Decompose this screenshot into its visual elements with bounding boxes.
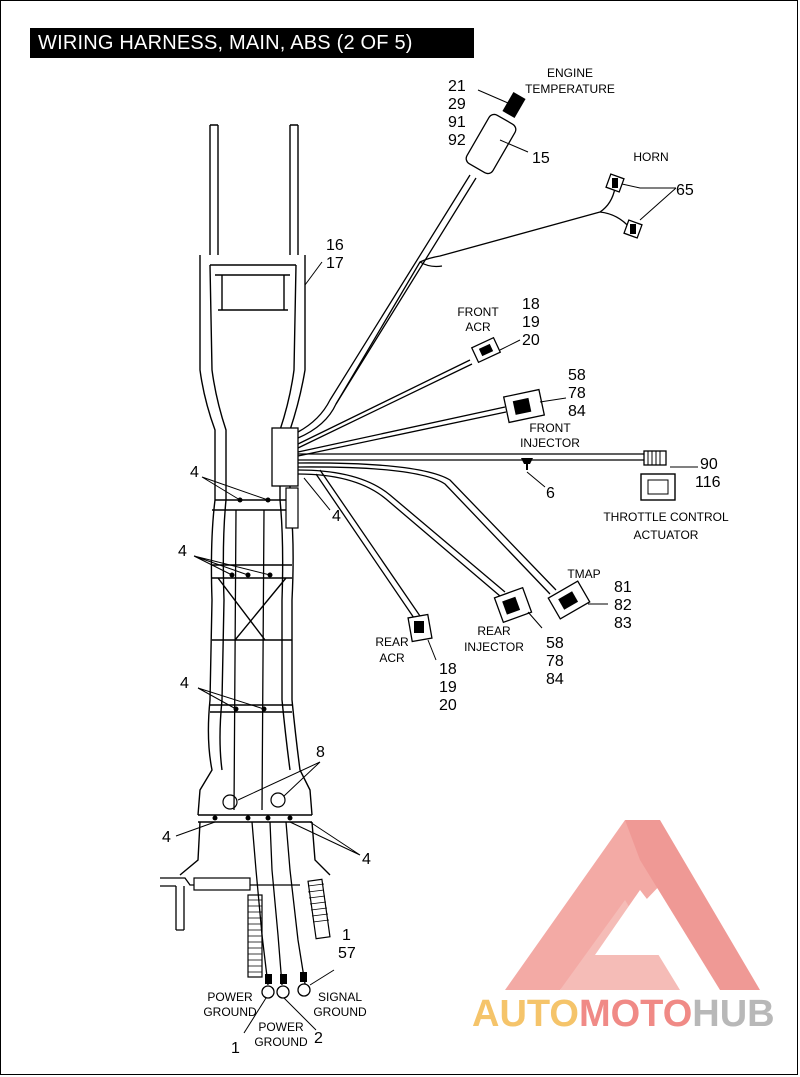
front-injector-num-3: 84 [568, 403, 586, 420]
sensor-body-num: 15 [532, 150, 550, 167]
signal-ground-label-1: SIGNAL [318, 990, 362, 1004]
throttle-connector [640, 450, 676, 501]
page-title: WIRING HARNESS, MAIN, ABS (2 OF 5) [30, 28, 474, 58]
signal-ground-num-2: 57 [338, 945, 356, 962]
power-ground-mid-num: 2 [314, 1030, 323, 1047]
rear-injector-num-1: 58 [546, 635, 564, 652]
horn-num: 65 [676, 182, 694, 199]
front-acr-num-2: 19 [522, 314, 540, 331]
power-ground-left-label-1: POWER [207, 990, 253, 1004]
rear-acr-num-2: 19 [439, 679, 457, 696]
power-ground-left-num: 1 [231, 1040, 240, 1057]
watermark-logo [505, 820, 760, 990]
ground-leads [160, 821, 331, 999]
front-acr-num-3: 20 [522, 332, 540, 349]
text-labels: ENGINE TEMPERATURE 21 29 91 92 15 HORN 6… [162, 66, 729, 1057]
power-ground-left-label-2: GROUND [203, 1005, 257, 1019]
engine-temp-num-1: 21 [448, 78, 466, 95]
tmap-num-1: 81 [614, 579, 632, 596]
watermark-part1: AUTO [472, 993, 579, 1035]
front-injector-num-2: 78 [568, 385, 586, 402]
rear-injector-num-3: 84 [546, 671, 564, 688]
front-injector-num-1: 58 [568, 367, 586, 384]
front-acr-label-2: ACR [465, 320, 491, 334]
tie-num-3: 4 [180, 675, 189, 692]
clip-num: 6 [546, 485, 555, 502]
engine-temp-num-3: 91 [448, 114, 466, 131]
harness-num-2: 17 [326, 255, 344, 272]
throttle-num-1: 90 [700, 456, 718, 473]
horn-label: HORN [633, 150, 668, 164]
rear-injector-connector [493, 586, 533, 624]
horn-connectors [605, 173, 643, 239]
front-acr-label-1: FRONT [457, 305, 499, 319]
engine-temp-num-4: 92 [448, 132, 466, 149]
rear-acr-label-1: REAR [375, 635, 409, 649]
tmap-label: TMAP [567, 567, 600, 581]
throttle-label-2: ACTUATOR [634, 528, 699, 542]
rear-acr-label-2: ACR [379, 651, 405, 665]
tie-num-6: 4 [362, 851, 371, 868]
tie-num-4: 4 [332, 508, 341, 525]
signal-ground-label-2: GROUND [313, 1005, 367, 1019]
harness-branches [233, 174, 645, 811]
engine-temp-sensor [465, 91, 526, 175]
rear-injector-label-1: REAR [477, 624, 511, 638]
front-acr-connector [470, 336, 502, 364]
tmap-connector [547, 580, 591, 620]
tmap-num-3: 83 [614, 615, 632, 632]
harness-num-1: 16 [326, 237, 344, 254]
grommet-num: 8 [316, 744, 325, 761]
engine-temp-label-2: TEMPERATURE [525, 82, 615, 96]
watermark-part3: HUB [692, 993, 774, 1035]
engine-temp-label-1: ENGINE [547, 66, 593, 80]
watermark-text: AUTOMOTOHUB [472, 993, 775, 1035]
throttle-label-1: THROTTLE CONTROL [603, 510, 729, 524]
tie-num-1: 4 [190, 464, 199, 481]
rear-acr-num-1: 18 [439, 661, 457, 678]
power-ground-mid-label-2: GROUND [254, 1035, 308, 1049]
signal-ground-num-1: 1 [342, 927, 351, 944]
watermark-part2: MOTO [579, 993, 692, 1035]
rear-acr-connector [407, 613, 433, 643]
clip-6 [521, 458, 533, 470]
rear-injector-label-2: INJECTOR [464, 640, 524, 654]
power-ground-mid-label-1: POWER [258, 1020, 304, 1034]
tie-num-5: 4 [162, 829, 171, 846]
tmap-num-2: 82 [614, 597, 632, 614]
frame-outline [179, 124, 331, 876]
front-acr-num-1: 18 [522, 296, 540, 313]
rear-injector-num-2: 78 [546, 653, 564, 670]
front-injector-label-1: FRONT [529, 421, 571, 435]
throttle-num-2: 116 [695, 474, 721, 491]
front-injector-connector [502, 388, 546, 424]
engine-temp-num-2: 29 [448, 96, 466, 113]
leader-lines [175, 89, 698, 1034]
rear-acr-num-3: 20 [439, 697, 457, 714]
front-injector-label-2: INJECTOR [520, 436, 580, 450]
tie-num-2: 4 [178, 543, 187, 560]
